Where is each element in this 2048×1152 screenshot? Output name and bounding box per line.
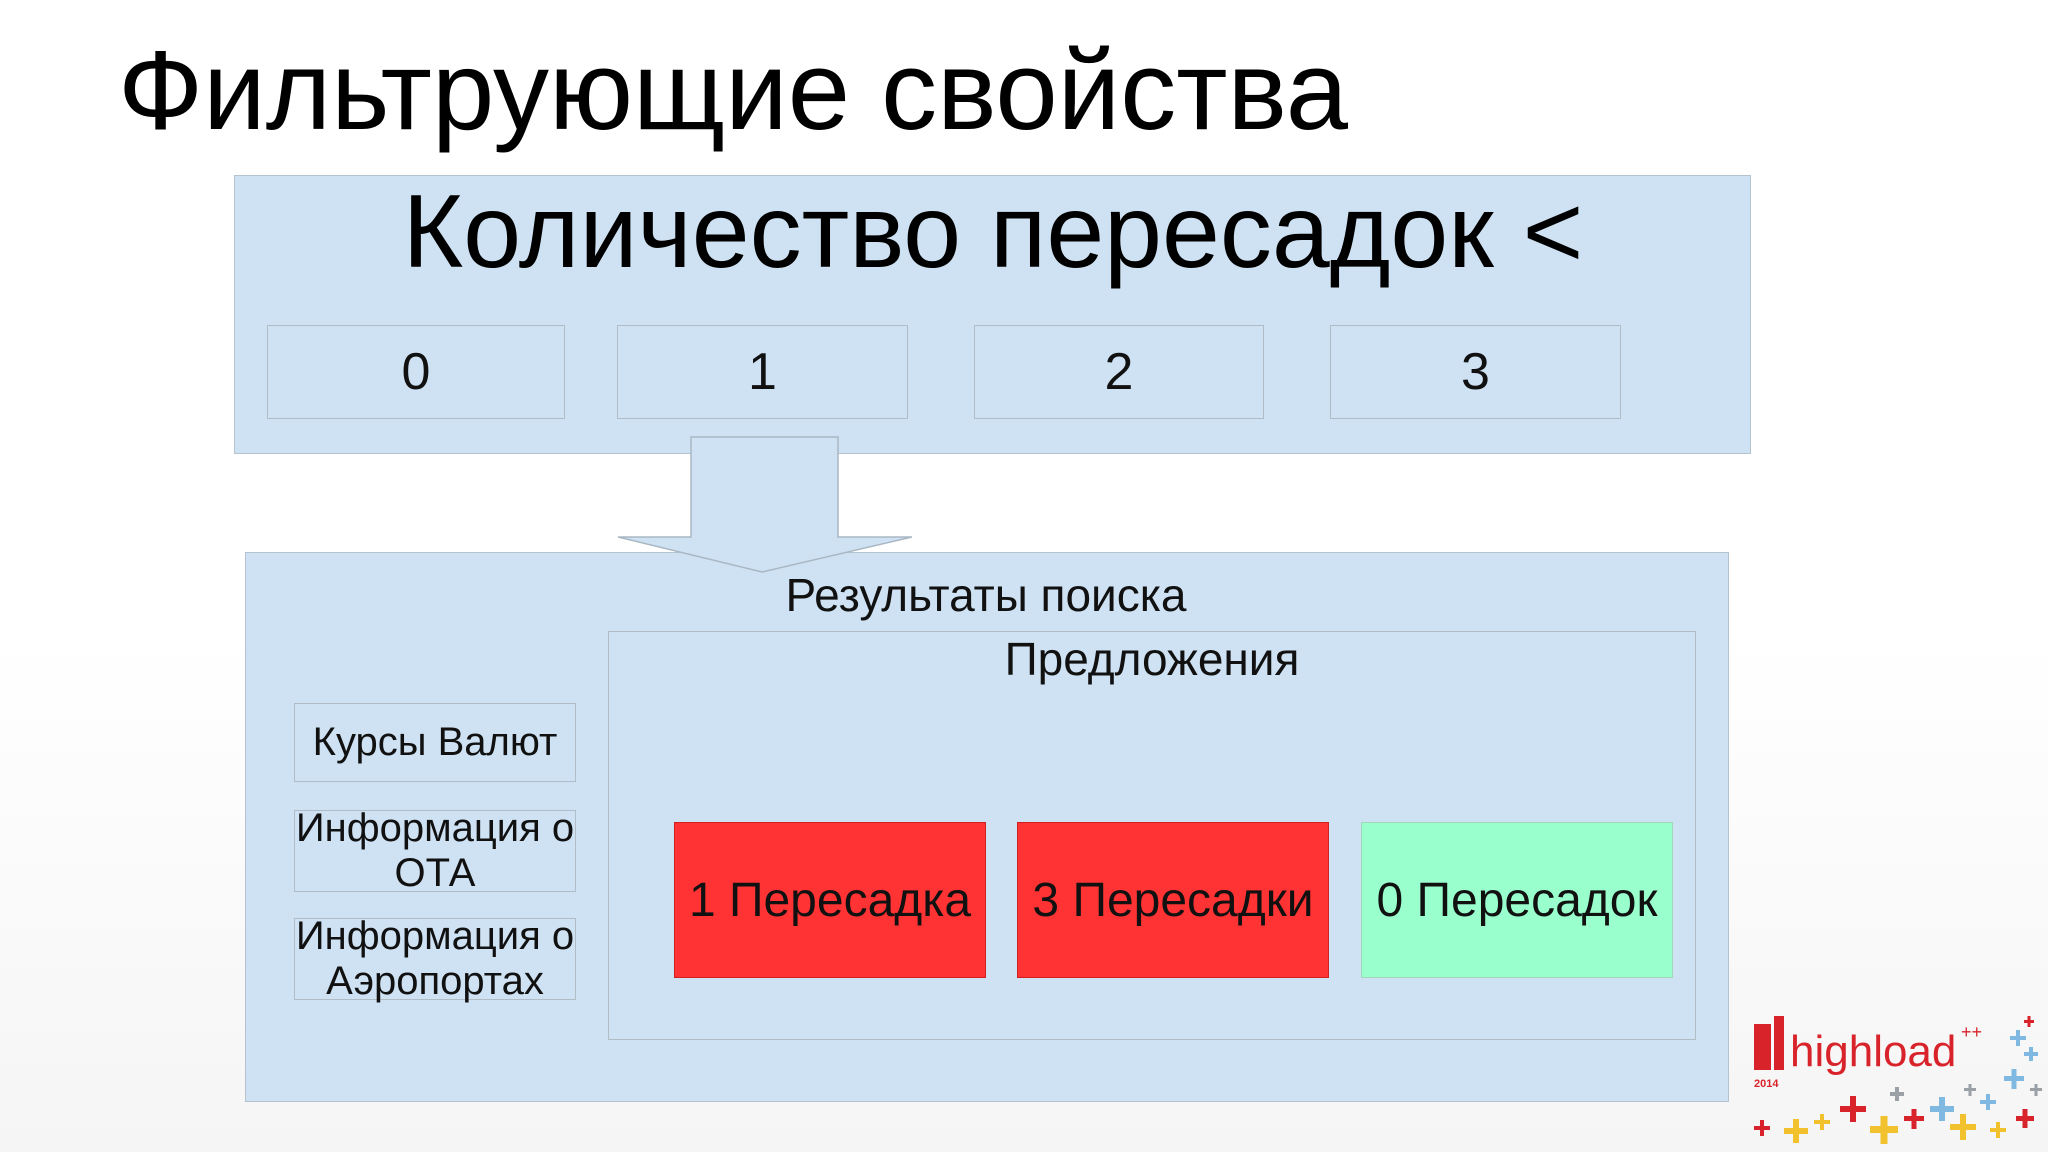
- logo-year: 2014: [1754, 1078, 1779, 1090]
- ota-info-label: Информация о ОТА: [295, 806, 575, 895]
- slide-title: Фильтрующие свойства: [118, 28, 1349, 153]
- down-arrow: [617, 436, 913, 573]
- offer-label: 3 Пересадки: [1032, 873, 1314, 927]
- offers-panel: [608, 631, 1696, 1040]
- offer-label: 1 Пересадка: [688, 873, 972, 927]
- filter-option-label: 2: [1104, 343, 1134, 401]
- offers-title: Предложения: [1004, 633, 1300, 685]
- offer-1-transfer[interactable]: 1 Пересадка: [674, 822, 986, 978]
- airports-info-label: Информация о Аэропортах: [295, 914, 575, 1003]
- results-title: Результаты поиска: [785, 569, 1187, 621]
- ota-info-box: Информация о ОТА: [294, 806, 576, 895]
- highload-logo: 2014 highload ++: [1754, 1016, 2042, 1144]
- decorative-crosses-icon: [1754, 1016, 2042, 1144]
- offer-3-transfers[interactable]: 3 Пересадки: [1017, 822, 1329, 978]
- filter-option-1[interactable]: 1: [617, 325, 908, 419]
- filter-option-3[interactable]: 3: [1330, 325, 1621, 419]
- offer-label: 0 Пересадок: [1376, 873, 1658, 927]
- currency-rates-label: Курсы Валют: [312, 720, 558, 765]
- currency-rates-box: Курсы Валют: [294, 703, 576, 782]
- airports-info-box: Информация о Аэропортах: [294, 914, 576, 1003]
- filter-option-label: 1: [748, 343, 777, 401]
- logo-text: highload: [1790, 1027, 1956, 1076]
- filter-option-label: 0: [401, 343, 431, 401]
- filter-panel: [234, 175, 1751, 454]
- logo-superscript: ++: [1961, 1022, 1982, 1042]
- offer-0-transfers[interactable]: 0 Пересадок: [1361, 822, 1673, 978]
- filter-option-label: 3: [1461, 343, 1490, 401]
- filter-option-0[interactable]: 0: [267, 325, 565, 419]
- filter-option-2[interactable]: 2: [974, 325, 1264, 419]
- filter-title: Количество пересадок <: [402, 174, 1584, 290]
